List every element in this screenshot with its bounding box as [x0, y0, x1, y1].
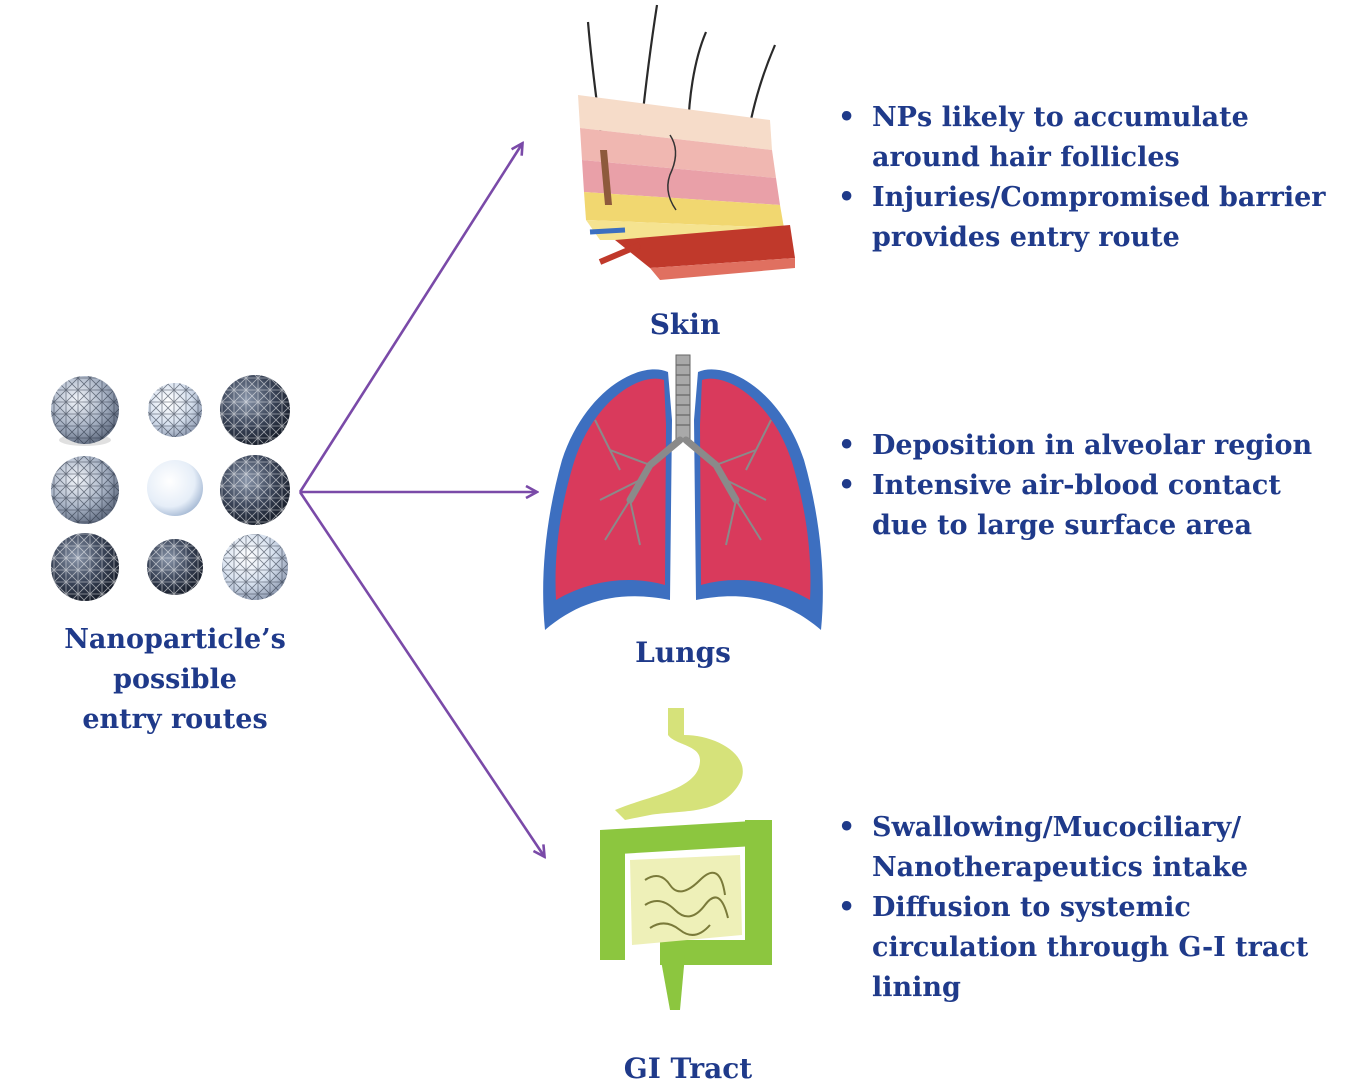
skin-bullet-1: NPs likely to accumulate around hair fol… — [838, 98, 1338, 178]
lungs-bullet-1: Deposition in alveolar region — [838, 426, 1338, 466]
source-label-line2: entry routes — [82, 704, 268, 735]
intestine-icon — [600, 708, 772, 1010]
lungs-label: Lungs — [635, 636, 731, 669]
source-label: Nanoparticle’s possible entry routes — [0, 620, 350, 740]
gi-tract-bullet-list: Swallowing/Mucociliary/ Nanotherapeutics… — [838, 808, 1338, 1008]
source-label-line1: Nanoparticle’s possible — [64, 624, 286, 695]
route-arrows — [298, 144, 544, 856]
gi-tract-bullet-2: Diffusion to systemic circulation throug… — [838, 888, 1338, 1008]
gi-tract-label: GI Tract — [623, 1052, 753, 1085]
lungs-icon — [543, 354, 823, 630]
arrow-to-skin — [298, 144, 522, 493]
skin-layers-icon — [578, 4, 795, 280]
arrow-to-gi-tract — [298, 491, 544, 856]
lungs-bullet-2: Intensive air-blood contact due to large… — [838, 466, 1338, 546]
skin-bullet-2: Injuries/Compromised barrier provides en… — [838, 178, 1338, 258]
gi-tract-bullet-1: Swallowing/Mucociliary/ Nanotherapeutics… — [838, 808, 1338, 888]
lungs-bullet-list: Deposition in alveolar region Intensive … — [838, 426, 1338, 546]
nanoparticle-spheres-icon — [51, 375, 290, 601]
skin-label: Skin — [649, 308, 721, 341]
skin-bullet-list: NPs likely to accumulate around hair fol… — [838, 98, 1338, 258]
